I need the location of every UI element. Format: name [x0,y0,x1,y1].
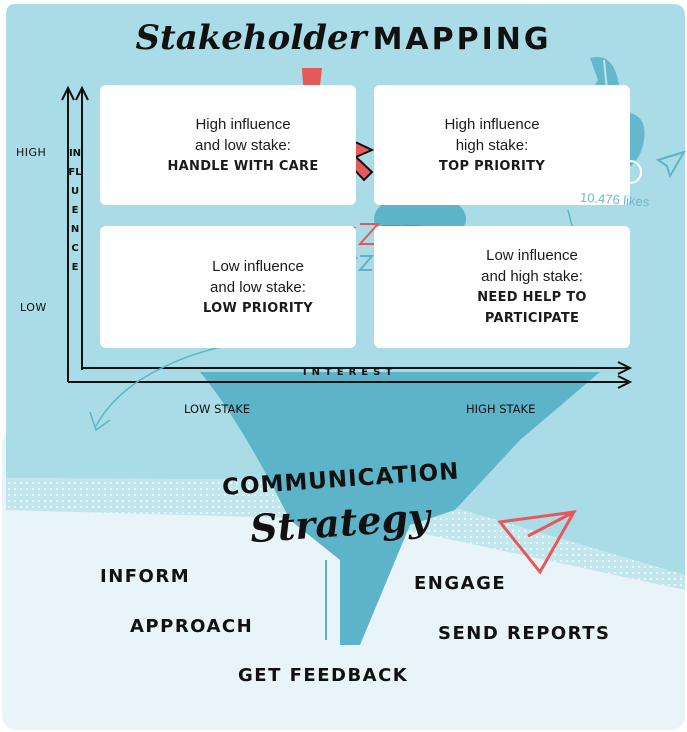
action-get-feedback: GET FEEDBACK [238,665,409,686]
action-inform: INFORM [100,566,191,587]
axes [61,85,633,389]
quadrant-need-help: Low influence and high stake: NEED HELP … [374,226,630,348]
x-axis-high-stake: HIGH STAKE [466,402,536,416]
quadrant-line-1: High influence [195,115,291,133]
paper-plane-icon [497,510,577,575]
action-approach: APPROACH [130,616,254,637]
title-script: Stakeholder [135,18,367,58]
quadrant-top-priority: High influence high stake: TOP PRIORITY [374,85,630,205]
action-engage: ENGAGE [414,573,507,594]
x-axis-low-stake: LOW STAKE [184,402,251,416]
quadrant-line-1: Low influence [212,257,304,275]
y-axis-high-label: HIGH [16,146,47,159]
quadrant-label: HANDLE WITH CARE [167,158,319,174]
send-plane-icon-small [655,150,687,179]
quadrant-line-1: High influence [444,115,540,133]
quadrant-label: LOW PRIORITY [203,300,313,316]
quadrant-line-2: and low stake: [195,136,291,154]
quadrant-label-1: NEED HELP TO [477,290,587,305]
title-caps: MAPPING [372,22,552,57]
quadrant-label-2: PARTICIPATE [484,311,580,326]
quadrant-low-priority: Low influence and low stake: LOW PRIORIT… [100,226,356,348]
y-axis-title: INFLUENCE [68,148,82,273]
quadrant-line-2: and high stake: [481,268,583,285]
action-send-reports: SEND REPORTS [438,623,611,644]
quadrant-handle-with-care: High influence and low stake: HANDLE WIT… [100,85,356,205]
quadrant-line-2: and low stake: [210,278,306,296]
quadrant-label: TOP PRIORITY [438,158,546,174]
quadrant-line-2: high stake: [455,136,529,154]
x-axis-title: INTEREST [302,367,398,378]
funnel-shape [200,372,600,645]
quadrant-line-1: Low influence [486,247,578,264]
y-axis-low-label: LOW [20,301,47,314]
